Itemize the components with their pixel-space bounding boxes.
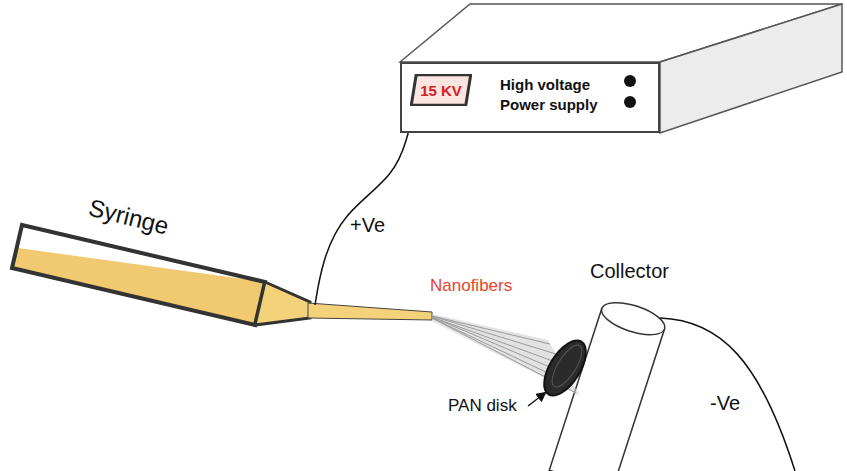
supply-knob bbox=[624, 96, 636, 108]
node-text: High voltage Power supply bbox=[500, 75, 612, 115]
label-slot: -Ve bbox=[710, 392, 740, 415]
part-label: PAN disk bbox=[448, 396, 517, 416]
syringe: Syringe bbox=[10, 195, 315, 330]
pan-disk bbox=[536, 334, 594, 402]
leader-line bbox=[528, 393, 545, 406]
pan-disk-rim bbox=[547, 341, 588, 391]
supply-front-face bbox=[400, 62, 660, 133]
syringe-liquid bbox=[12, 248, 265, 325]
syringe-needle bbox=[308, 303, 432, 320]
syringe-cone bbox=[255, 282, 310, 325]
label-slot: Nanofibers bbox=[430, 276, 512, 296]
display-face bbox=[411, 75, 471, 106]
node-text: Syringe bbox=[86, 194, 172, 241]
power-wire bbox=[315, 133, 408, 305]
ground-wire bbox=[660, 318, 795, 471]
node-text: 15 KV bbox=[420, 82, 462, 99]
voltage-display: 15 KV bbox=[410, 74, 472, 106]
label-slot: PAN disk bbox=[448, 396, 517, 416]
power-supply-box: High voltage Power supply 15 KV bbox=[400, 62, 660, 133]
collector: Collector bbox=[560, 258, 690, 471]
syringe-barrel-ground bbox=[12, 225, 265, 325]
edge-label-slot: +Ve bbox=[350, 214, 385, 237]
syringe-barrel bbox=[12, 225, 265, 325]
supply-side-face bbox=[660, 4, 842, 133]
fiber-label: Nanofibers bbox=[430, 276, 512, 296]
node-text: Collector bbox=[590, 260, 669, 283]
edge-label: +Ve bbox=[350, 214, 385, 237]
polarity-label: -Ve bbox=[710, 392, 740, 415]
supply-knob bbox=[624, 75, 636, 87]
